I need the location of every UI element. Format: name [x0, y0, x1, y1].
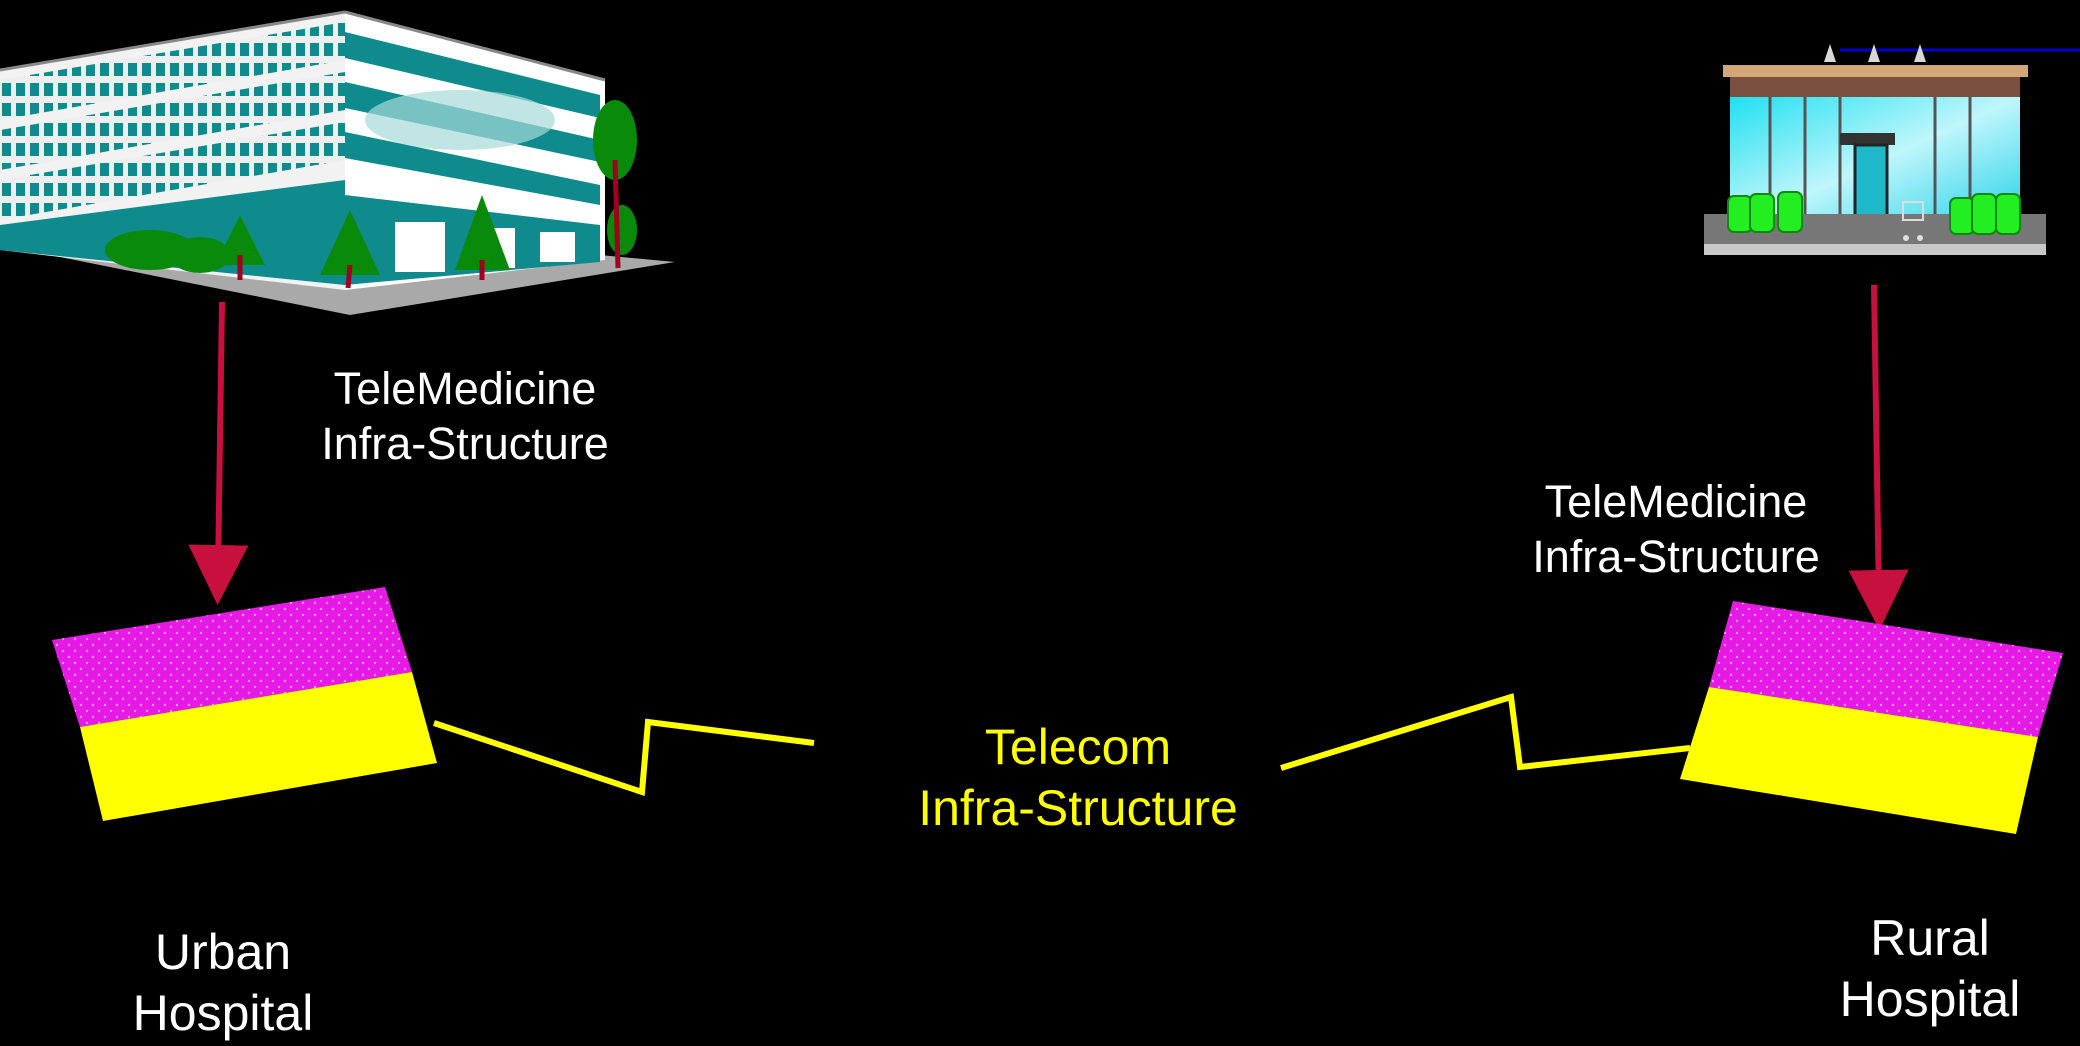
rural-block-bottom-layer	[1680, 687, 2038, 834]
rural-hospital-label: Rural Hospital	[1839, 910, 2021, 1027]
rural-telemedicine-block	[1680, 601, 2063, 834]
urban-down-arrow	[188, 301, 249, 605]
storefront-building-icon	[1704, 44, 2080, 255]
urban-telemedicine-label: TeleMedicine Infra-Structure	[321, 363, 609, 469]
telecom-label: Telecom Infra-Structure	[918, 719, 1238, 836]
urban-telemedicine-block	[52, 587, 437, 821]
urban-block-bottom-layer	[80, 672, 437, 821]
urban-telecom-link	[433, 718, 815, 797]
urban-block-top-layer	[52, 587, 412, 727]
urban-hospital-label: Urban Hospital	[132, 924, 314, 1041]
rural-down-arrow	[1848, 284, 1909, 630]
rural-telecom-link	[1280, 693, 1691, 771]
rural-block-top-layer	[1709, 601, 2063, 737]
office-building-icon	[0, 10, 675, 315]
rural-telemedicine-label: TeleMedicine Infra-Structure	[1532, 476, 1820, 582]
